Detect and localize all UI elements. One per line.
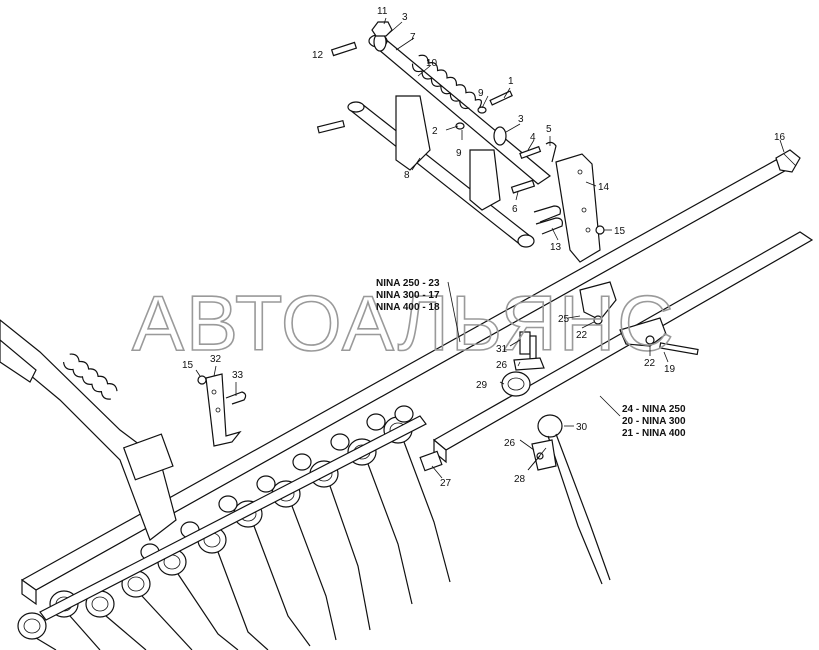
callout-7: 7 xyxy=(410,32,416,43)
note-right-1: 24 - NINA 250 xyxy=(622,404,686,415)
pin-4-5 xyxy=(519,141,557,163)
coil-29 xyxy=(501,371,531,397)
callout-13: 13 xyxy=(550,242,562,253)
watermark-text: АВТОАЛЬЯНС xyxy=(132,279,676,367)
callout-5: 5 xyxy=(546,124,552,135)
clip-26-upper xyxy=(513,357,545,371)
bracket-32 xyxy=(205,373,242,447)
callout-28: 28 xyxy=(514,474,526,485)
callout-14: 14 xyxy=(598,182,610,193)
callout-25: 25 xyxy=(558,314,570,325)
callout-2: 2 xyxy=(432,126,438,137)
bolt-1 xyxy=(489,90,513,106)
callout-15-left: 15 xyxy=(182,360,194,371)
callout-9-upper: 9 xyxy=(478,88,484,99)
washer-9 xyxy=(455,106,487,130)
note-left-1: NINA 250 - 23 xyxy=(376,278,440,289)
spring-tine-30 xyxy=(537,414,611,585)
callout-26-upper: 26 xyxy=(496,360,508,371)
model-notes-left: NINA 250 - 23 NINA 300 - 17 NINA 400 - 1… xyxy=(376,278,440,313)
callout-19: 19 xyxy=(664,364,676,375)
leader-lines xyxy=(195,17,785,479)
callout-12: 12 xyxy=(312,50,324,61)
callout-15-right: 15 xyxy=(614,226,626,237)
tine-back-row xyxy=(140,405,414,561)
left-frame-arm xyxy=(0,319,177,541)
callout-3-top: 3 xyxy=(402,12,408,23)
spring-tine-row xyxy=(17,405,451,650)
secondary-square-tube xyxy=(432,231,814,464)
callout-27: 27 xyxy=(440,478,452,489)
tine-05 xyxy=(157,548,239,650)
callout-16: 16 xyxy=(774,132,786,143)
callout-26-lower: 26 xyxy=(504,438,516,449)
callout-29: 29 xyxy=(476,380,488,391)
callout-8: 8 xyxy=(404,170,410,181)
nut-15-left xyxy=(197,375,207,385)
tine-01 xyxy=(17,612,57,650)
tine-06 xyxy=(197,526,269,650)
u-clip-33 xyxy=(225,391,247,405)
bolt-12 xyxy=(330,41,358,57)
callout-31: 31 xyxy=(496,344,508,355)
note-right-2: 20 - NINA 300 xyxy=(622,416,686,427)
spring-10 xyxy=(411,54,483,110)
callout-6: 6 xyxy=(512,204,518,215)
callout-9-lower: 9 xyxy=(456,148,462,159)
bolt-upper xyxy=(316,119,346,134)
nut-15 xyxy=(595,225,605,235)
callout-32: 32 xyxy=(210,354,222,365)
note-right-3: 21 - NINA 400 xyxy=(622,428,686,439)
tine-09 xyxy=(309,460,371,631)
upper-frame-tube-8 xyxy=(347,95,535,248)
tine-mount-bar xyxy=(39,415,427,621)
tine-03 xyxy=(85,590,147,650)
end-cap-16 xyxy=(775,149,801,173)
callout-labels: 11 3 7 12 10 1 9 3 2 5 4 9 8 14 6 15 13 … xyxy=(182,6,786,489)
end-cap-27 xyxy=(419,450,443,472)
bolt-19 xyxy=(659,342,699,356)
callout-30: 30 xyxy=(576,422,588,433)
callout-11: 11 xyxy=(377,6,388,17)
note-left-2: NINA 300 - 17 xyxy=(376,290,440,301)
model-notes-right: 24 - NINA 250 20 - NINA 300 21 - NINA 40… xyxy=(622,404,686,439)
callout-22-right: 22 xyxy=(644,358,656,369)
plate-14 xyxy=(555,153,601,263)
bolt-6 xyxy=(510,179,536,194)
clip-26-28 xyxy=(531,439,557,471)
washer-3 xyxy=(373,32,507,146)
callout-3-mid: 3 xyxy=(518,114,524,125)
callout-4: 4 xyxy=(530,132,536,143)
callout-22-left: 22 xyxy=(576,330,588,341)
callout-33: 33 xyxy=(232,370,244,381)
callout-1: 1 xyxy=(508,76,514,87)
tine-10 xyxy=(347,438,413,605)
u-bolt-13 xyxy=(533,205,563,235)
main-square-tube xyxy=(20,159,792,606)
callout-10: 10 xyxy=(426,58,438,69)
bracket-right-clamp xyxy=(593,315,667,347)
note-left-3: NINA 400 - 18 xyxy=(376,302,440,313)
tine-08 xyxy=(271,480,337,641)
bracket-25 xyxy=(579,281,617,321)
